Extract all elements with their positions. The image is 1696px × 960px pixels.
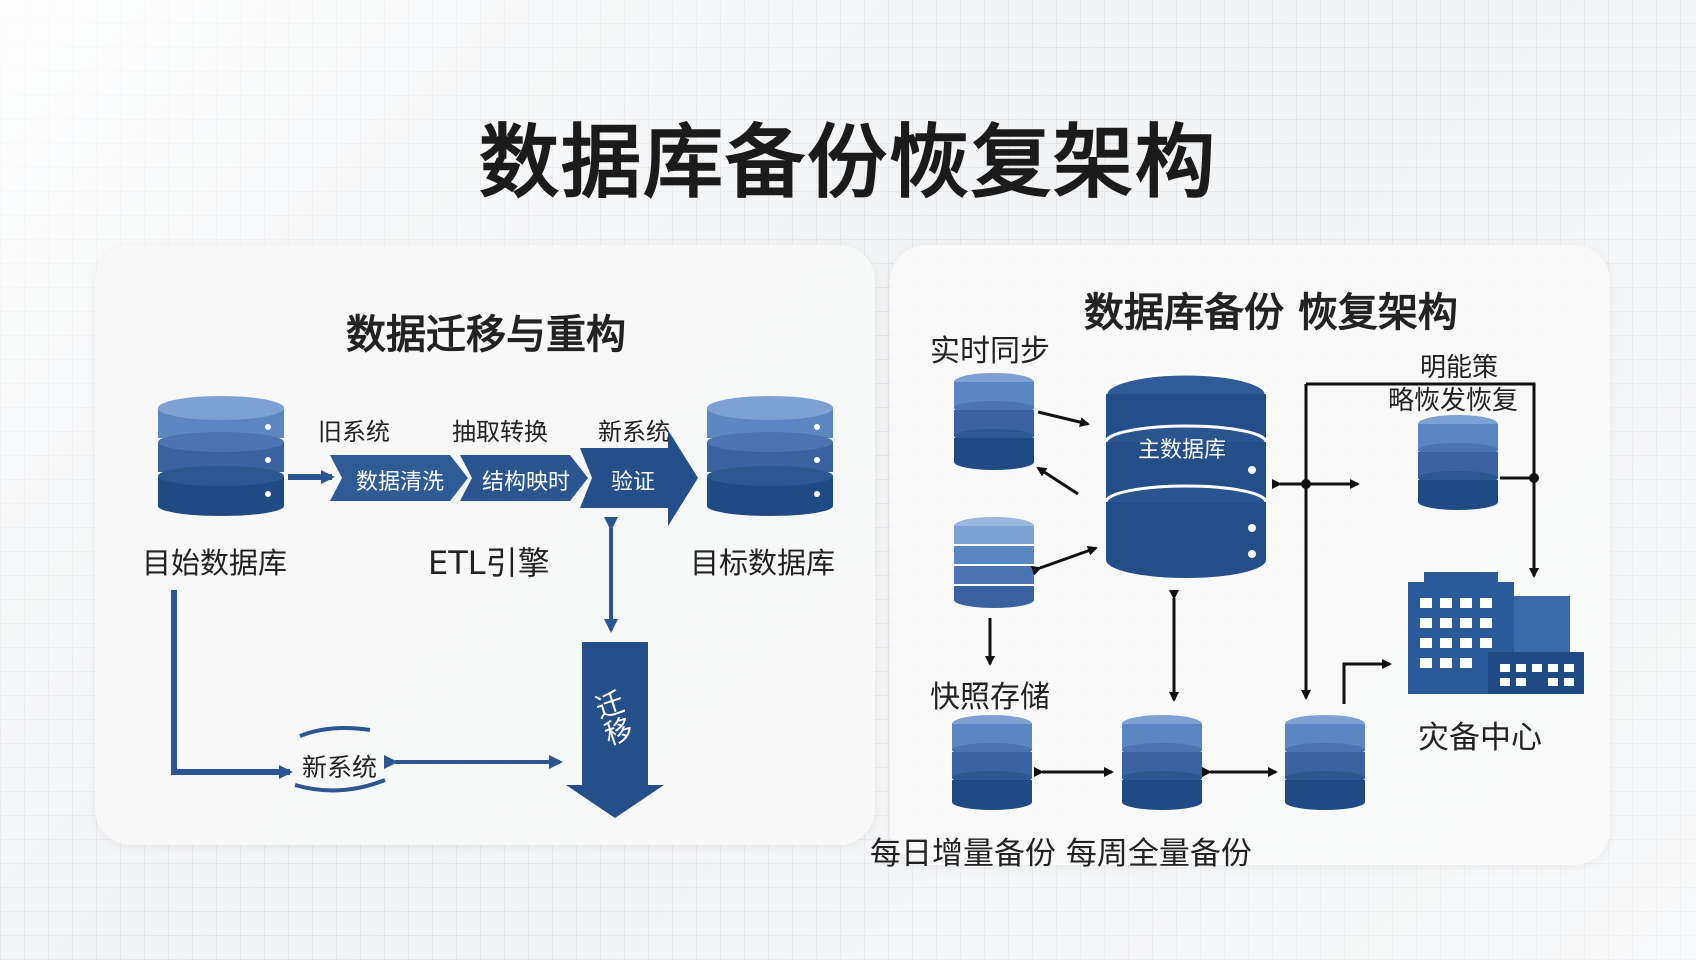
dr-center-building-icon (1408, 572, 1584, 694)
chevron-step-3 (580, 430, 698, 526)
etl-engine-label: ETL引擎 (428, 544, 550, 582)
sync-to-main-arrow (1037, 410, 1090, 427)
right-arrows (985, 382, 1539, 777)
pipeline-step-map: 结构映时 (482, 470, 571, 495)
migration-panel-title: 数据迁移与重构 (346, 312, 626, 358)
realtime-sync-db-icon (954, 373, 1034, 470)
junction-dot-1 (1301, 479, 1311, 489)
junction-dot-2 (1529, 473, 1539, 483)
source-db-label: 目始数据库 (142, 546, 288, 580)
main-to-sync-arrow (1036, 466, 1079, 496)
snapshot-label: 快照存储 (930, 680, 1050, 715)
strategy-to-dr-arrow (1306, 382, 1539, 578)
page-title: 数据库备份恢复架构 (479, 116, 1217, 209)
new-system-label: 新系统 (302, 753, 378, 782)
source-to-new-system-arrow (171, 590, 293, 779)
stage-label-old-system: 旧系统 (318, 418, 390, 446)
pipeline-chevrons (330, 430, 698, 526)
backup-db-3-icon (1285, 715, 1365, 810)
backup-to-dr-arrow (1342, 659, 1392, 704)
target-database-icon (707, 396, 833, 516)
main-db-label: 主数据库 (1138, 438, 1227, 463)
backup-schedule-label: 每日增量备份 每周全量备份 (870, 836, 1252, 872)
strategy-label-line1: 明能策 (1420, 353, 1499, 383)
stage-label-extract: 抽取转换 (452, 418, 548, 446)
migration-panel (95, 245, 875, 845)
chevron-step-2 (460, 455, 588, 501)
realtime-sync-label: 实时同步 (930, 334, 1050, 369)
swoosh-top (299, 726, 371, 738)
migrate-down-arrow (566, 642, 664, 818)
main-database-icon (1104, 372, 1268, 578)
backup-db-1-icon (952, 715, 1032, 810)
dr-center-label: 灾备中心 (1418, 720, 1542, 756)
snapshot-main-arrow (1030, 545, 1098, 576)
stage-label-new-system: 新系统 (598, 418, 670, 446)
backup-db-2-icon (1122, 715, 1202, 810)
strategy-db-icon (1418, 415, 1498, 510)
pipeline-step-verify: 验证 (611, 470, 656, 495)
source-database-icon (158, 396, 284, 516)
backup-panel-title: 数据库备份 恢复架构 (1084, 290, 1458, 336)
chevron-step-1 (330, 455, 468, 501)
strategy-label-line2: 略恢发恢复 (1388, 386, 1519, 416)
swoosh-bottom (294, 778, 386, 793)
target-db-label: 目标数据库 (690, 546, 836, 580)
snapshot-db-icon (954, 517, 1034, 608)
pipeline-step-clean: 数据清洗 (356, 470, 445, 495)
